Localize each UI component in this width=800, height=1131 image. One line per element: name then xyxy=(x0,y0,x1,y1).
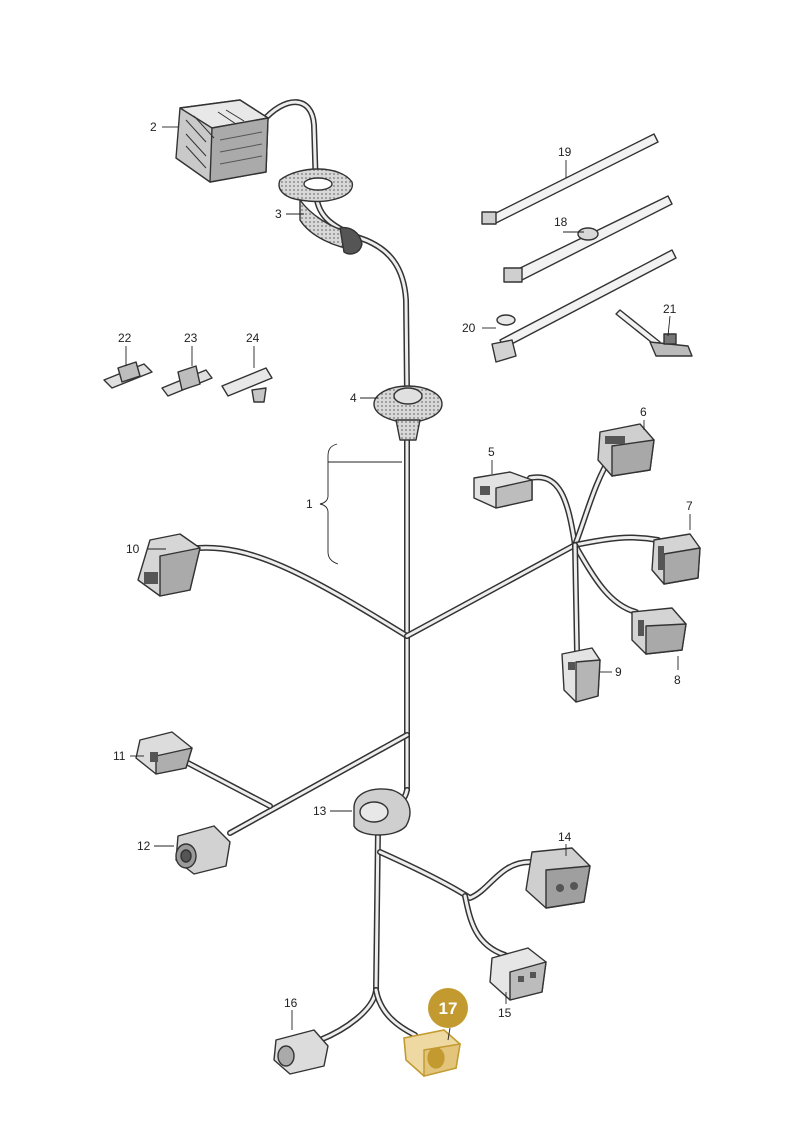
callout-12: 12 xyxy=(137,839,151,853)
clip-24 xyxy=(221,367,273,403)
grommet-4 xyxy=(373,385,443,441)
callout-21: 21 xyxy=(663,302,677,316)
grommet-13 xyxy=(353,788,411,836)
callout-13: 13 xyxy=(313,804,327,818)
callout-16: 16 xyxy=(284,996,298,1010)
grommet-3 xyxy=(278,168,363,255)
connector-14 xyxy=(525,847,591,909)
callout-8: 8 xyxy=(674,673,681,687)
bracket-22 xyxy=(103,361,153,389)
callout-7: 7 xyxy=(686,499,693,513)
cable-tie-19 xyxy=(481,133,659,225)
clip-21 xyxy=(615,309,693,357)
callout-2: 2 xyxy=(150,120,157,134)
callout-5: 5 xyxy=(488,445,495,459)
harness-wires xyxy=(183,99,661,1043)
callout-22: 22 xyxy=(118,331,132,345)
connector-11 xyxy=(135,731,193,775)
callout-3: 3 xyxy=(275,207,282,221)
callout-1: 1 xyxy=(306,497,313,511)
callout-20: 20 xyxy=(462,321,476,335)
connector-6 xyxy=(597,423,655,477)
callout-23: 23 xyxy=(184,331,198,345)
connector-15 xyxy=(489,947,547,1001)
callout-11: 11 xyxy=(113,749,126,763)
callout-leaders xyxy=(125,126,691,1041)
callout-6: 6 xyxy=(640,405,647,419)
connector-9 xyxy=(561,647,601,703)
connector-5 xyxy=(473,471,533,509)
callout-18: 18 xyxy=(554,215,568,229)
connector-17-highlighted xyxy=(403,1029,461,1077)
callout-10: 10 xyxy=(126,542,140,556)
callout-19: 19 xyxy=(558,145,572,159)
cable-tie-18 xyxy=(503,195,673,283)
callout-4: 4 xyxy=(350,391,357,405)
connector-12 xyxy=(175,825,231,875)
connector-16 xyxy=(273,1029,329,1075)
callout-14: 14 xyxy=(558,830,572,844)
cable-tie-20 xyxy=(491,249,677,363)
callout-15: 15 xyxy=(498,1006,512,1020)
connector-10 xyxy=(137,533,201,597)
callout-9: 9 xyxy=(615,665,622,679)
connector-8 xyxy=(631,607,687,655)
bracket-23 xyxy=(161,365,213,397)
callout-labels: 1 2 3 4 5 6 7 8 9 10 11 12 13 14 15 16 1… xyxy=(113,120,693,1028)
callout-17-badge xyxy=(428,988,468,1028)
callout-24: 24 xyxy=(246,331,260,345)
callout-17: 17 xyxy=(439,999,458,1018)
connector-7 xyxy=(651,533,701,585)
connector-2 xyxy=(175,99,269,183)
